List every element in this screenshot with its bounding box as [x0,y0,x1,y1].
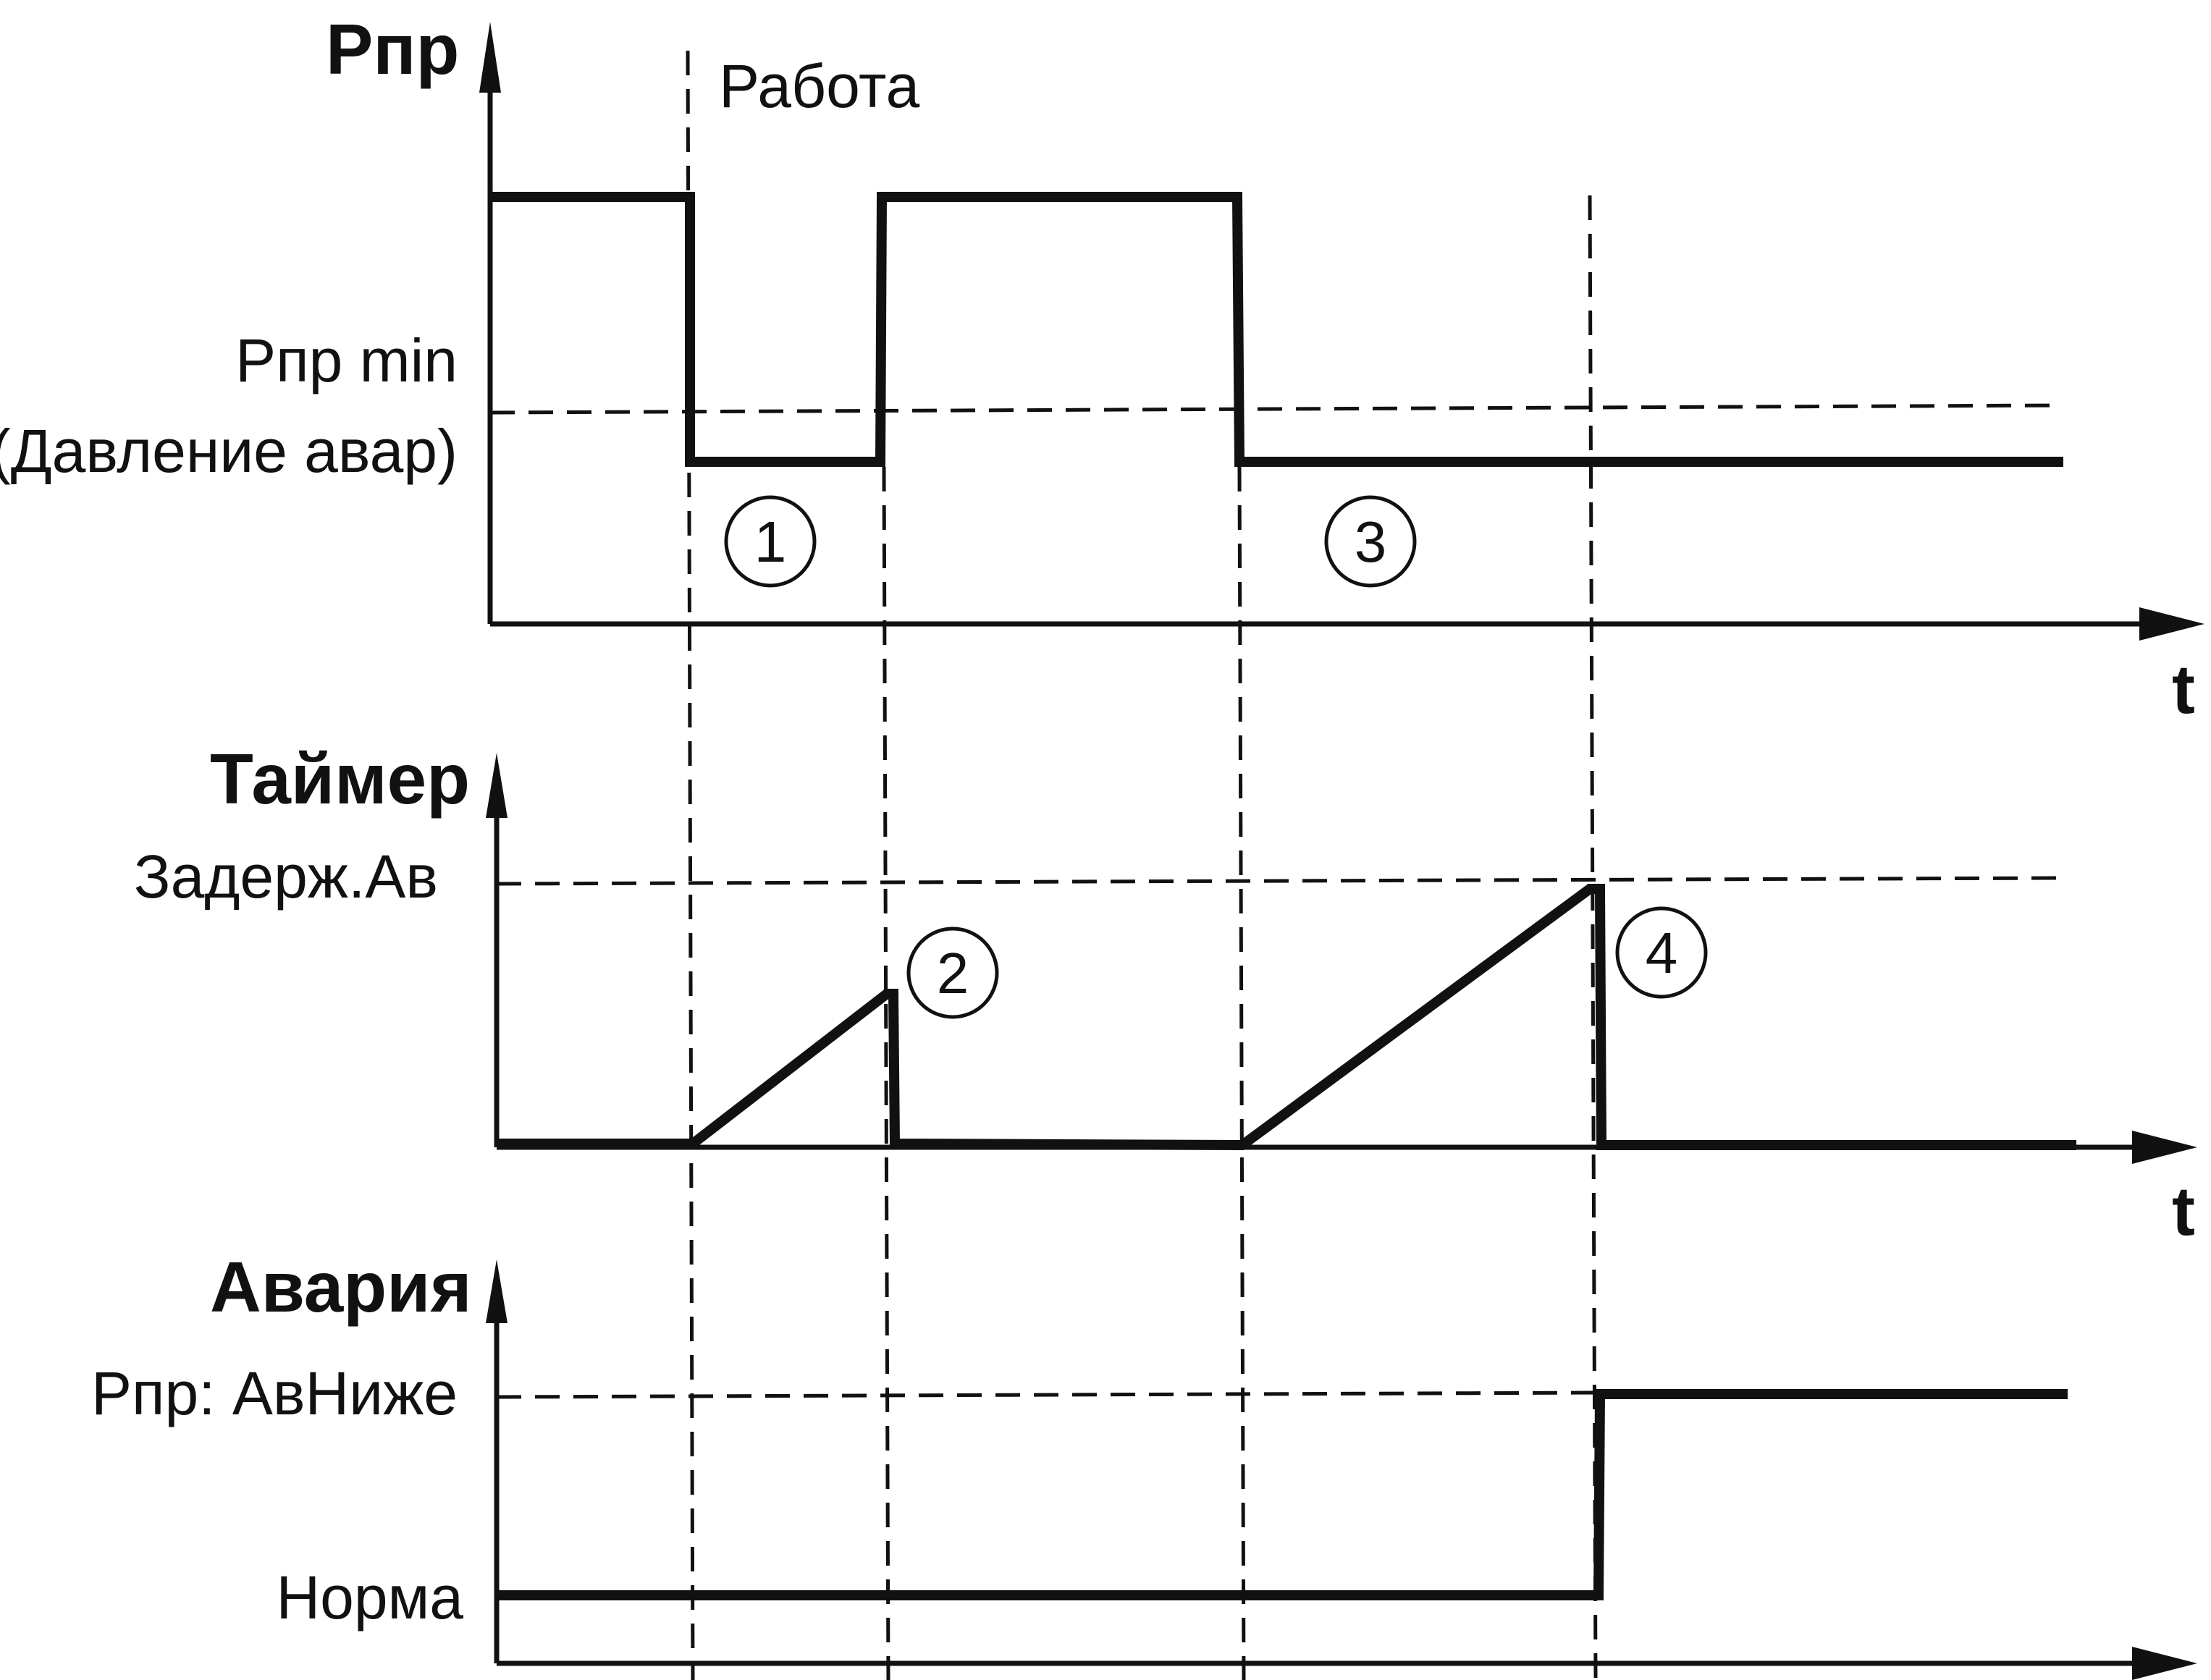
event-marker-3-circle [1324,495,1417,588]
event-guides [686,50,1598,1680]
pressure-min-threshold-line [489,403,2060,415]
timer-chart: Таймер t Задерж.Ав 2 4 [134,739,2197,1250]
pressure-min-label: Рпр min [235,326,458,394]
event-marker-1-circle [724,495,817,588]
timer-y-axis-arrow [486,753,508,818]
work-label: Работа [719,52,919,120]
timer-time-axis-arrow [2132,1131,2197,1164]
event-marker-1-label: 1 [754,510,787,574]
pressure-time-axis-label: t [2172,651,2195,728]
timer-time-axis-label: t [2172,1173,2195,1250]
event-marker-2: 2 [906,926,999,1019]
event-marker-2-label: 2 [937,941,969,1005]
alarm-chart: Авария Рпр: АвНиже Норма [91,1247,2197,1680]
alarm-chart-title: Авария [210,1247,472,1327]
alarm-signal [497,1389,2068,1600]
event-marker-4-circle [1615,906,1708,999]
event-marker-2-circle [906,926,999,1019]
timer-delay-threshold-line [496,876,2064,886]
timer-signal [497,884,2076,1151]
alarm-time-axis-arrow [2132,1647,2197,1680]
pressure-chart-title: Рпр [326,9,459,89]
alarm-y-axis-arrow [486,1259,508,1323]
pressure-time-axis-arrow [2139,607,2204,641]
alarm-high-label: Рпр: АвНиже [91,1359,458,1427]
event-marker-4: 4 [1615,906,1708,999]
pressure-chart: Рпр t Рпр min (Давление авар) 1 3 [0,9,2204,728]
event-marker-3-label: 3 [1355,510,1387,574]
event-marker-1: 1 [724,495,817,588]
pressure-min-label-note: (Давление авар) [0,417,458,485]
event-marker-4-label: 4 [1646,921,1678,985]
alarm-high-level-line [496,1390,1601,1399]
alarm-low-label: Норма [276,1563,463,1632]
event-guide-pressure-restore [882,466,890,1680]
event-guide-pressure-drop [1237,466,1246,1680]
event-marker-3: 3 [1324,495,1417,588]
pressure-y-axis-arrow [479,22,501,93]
timer-chart-title: Таймер [210,739,470,819]
timer-delay-label: Задерж.Ав [134,843,438,911]
pressure-signal [490,192,2063,467]
